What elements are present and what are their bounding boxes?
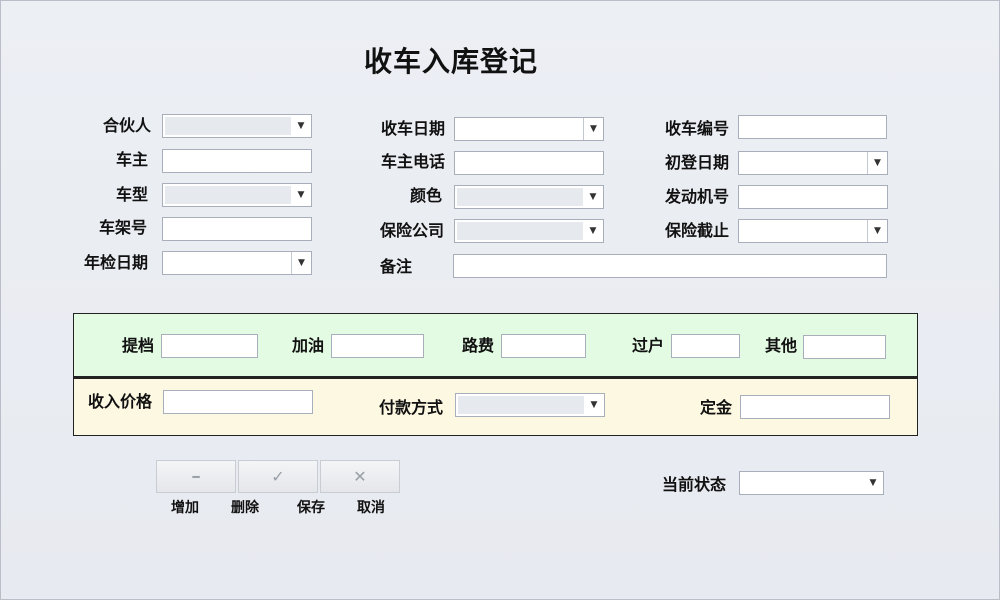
chevron-down-icon[interactable]: ▼ [590,400,598,410]
status-select[interactable]: ▼ [739,471,884,495]
deposit-input[interactable] [740,395,890,419]
fuel-label: 加油 [292,336,325,355]
first-reg-date-label: 初登日期 [665,153,730,172]
model-select[interactable]: ▼ [162,183,312,207]
frame-no-label: 车架号 [99,218,148,237]
insurance-end-label: 保险截止 [665,221,730,240]
model-label: 车型 [116,185,149,204]
chevron-down-icon[interactable]: ▼ [297,190,305,200]
insurer-select-value [457,222,583,240]
receive-no-label: 收车编号 [665,119,730,138]
save-caption[interactable]: 保存 [297,500,325,516]
toll-input[interactable] [501,334,586,358]
chevron-down-icon[interactable]: ▼ [589,192,597,202]
tidang-input[interactable] [161,334,258,358]
partner-select[interactable]: ▼ [162,114,312,138]
toolbar-button-1[interactable]: ━ [156,460,236,493]
add-caption[interactable]: 增加 [171,500,199,516]
transfer-label: 过户 [632,336,665,355]
frame-no-input[interactable] [162,217,312,241]
insurer-select[interactable]: ▼ [454,219,604,243]
purchase-price-input[interactable] [163,390,313,414]
chevron-down-icon[interactable]: ▼ [867,152,887,174]
chevron-down-icon[interactable]: ▼ [297,121,305,131]
fuel-input[interactable] [331,334,424,358]
color-label: 颜色 [410,186,443,205]
remark-label: 备注 [380,257,413,276]
transfer-input[interactable] [671,334,740,358]
pay-method-label: 付款方式 [379,398,444,417]
toll-label: 路费 [462,336,495,355]
other-input[interactable] [803,335,886,359]
toolbar-button-2[interactable]: ✓ [238,460,318,493]
check-icon: ✓ [271,467,285,486]
engine-no-label: 发动机号 [665,187,730,206]
inspection-date-picker[interactable]: ▼ [162,251,312,275]
owner-label: 车主 [116,150,149,169]
cancel-caption[interactable]: 取消 [357,500,385,516]
delete-caption[interactable]: 删除 [231,500,259,516]
other-label: 其他 [765,336,798,355]
color-select-value [457,188,583,206]
tidang-label: 提档 [122,336,155,355]
toolbar-button-3[interactable]: ✕ [320,460,400,493]
page-title: 收车入库登记 [364,45,539,78]
chevron-down-icon[interactable]: ▼ [589,226,597,236]
chevron-down-icon[interactable]: ▼ [869,478,877,488]
owner-phone-label: 车主电话 [381,152,446,171]
insurance-end-picker[interactable]: ▼ [738,219,888,243]
owner-phone-input[interactable] [454,151,604,175]
partner-label: 合伙人 [103,116,152,135]
owner-input[interactable] [162,149,312,173]
purchase-price-label: 收入价格 [88,392,153,411]
deposit-label: 定金 [700,398,733,417]
minus-icon: ━ [192,469,200,484]
remark-input[interactable] [453,254,887,278]
receive-no-input[interactable] [738,115,887,139]
chevron-down-icon[interactable]: ▼ [291,252,311,274]
status-label: 当前状态 [662,475,727,494]
pay-method-select-value [458,396,584,414]
insurer-label: 保险公司 [380,221,445,240]
engine-no-input[interactable] [738,185,888,209]
partner-select-value [165,117,291,135]
receive-date-label: 收车日期 [381,119,446,138]
model-select-value [165,186,291,204]
chevron-down-icon[interactable]: ▼ [583,118,603,140]
close-icon: ✕ [353,467,367,486]
pay-method-select[interactable]: ▼ [455,393,605,417]
receive-date-picker[interactable]: ▼ [454,117,604,141]
color-select[interactable]: ▼ [454,185,604,209]
inspection-date-label: 年检日期 [84,253,149,272]
chevron-down-icon[interactable]: ▼ [867,220,887,242]
first-reg-date-picker[interactable]: ▼ [738,151,888,175]
